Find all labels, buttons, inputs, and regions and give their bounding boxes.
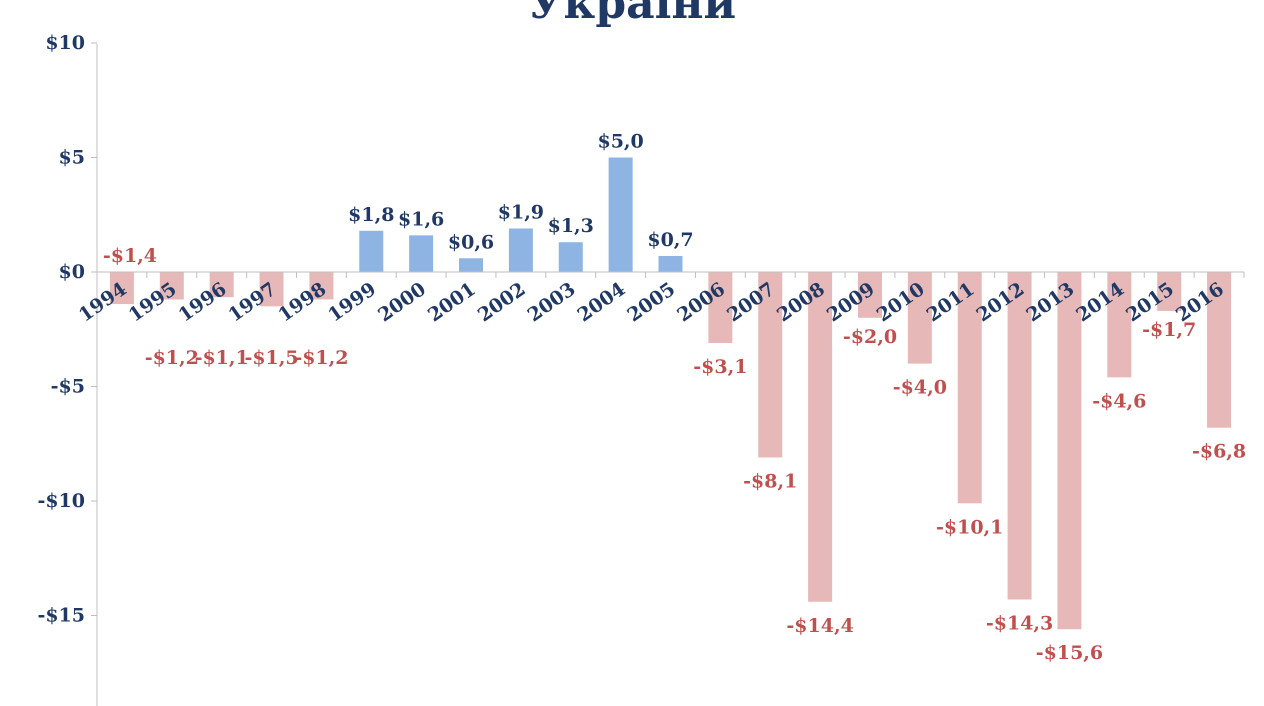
data-label-1998: -$1,2 [294, 347, 348, 369]
bar-2005 [658, 255, 683, 272]
data-label-2007: -$8,1 [743, 470, 797, 492]
data-label-2010: -$4,0 [893, 377, 947, 399]
y-tick-label: $0 [59, 261, 85, 283]
data-labels: -$1,4-$1,2-$1,1-$1,5-$1,2$1,8$1,6$0,6$1,… [103, 131, 1246, 665]
x-tick-label: 2001 [424, 278, 480, 326]
data-label-2001: $0,6 [448, 231, 494, 253]
data-label-2015: -$1,7 [1142, 319, 1196, 341]
bar-2008 [808, 272, 833, 602]
data-label-2009: -$2,0 [843, 326, 897, 348]
x-tick-label: 2003 [524, 278, 580, 326]
data-label-1994: -$1,4 [103, 245, 157, 267]
bar-2001 [459, 258, 484, 272]
data-label-2014: -$4,6 [1092, 390, 1146, 412]
data-label-2002: $1,9 [498, 201, 544, 223]
x-tick-label: 2002 [474, 278, 530, 326]
y-tick-label: $10 [45, 32, 85, 54]
bar-2006 [708, 272, 733, 343]
bar-2015 [1157, 272, 1182, 311]
x-tick-label: 2004 [574, 278, 630, 326]
bar-1998 [309, 272, 334, 300]
bar-1997 [259, 272, 284, 307]
data-label-2008: -$14,4 [786, 615, 853, 637]
bar-1999 [359, 230, 384, 272]
bar-2000 [409, 235, 434, 272]
bar-2010 [907, 272, 932, 364]
bar-1995 [159, 272, 184, 300]
data-label-2006: -$3,1 [693, 356, 747, 378]
data-label-2016: -$6,8 [1192, 441, 1246, 463]
bar-2003 [558, 242, 583, 272]
bar-2002 [508, 228, 533, 272]
bar-2014 [1107, 272, 1132, 378]
bar-2012 [1007, 272, 1032, 600]
bar-2016 [1207, 272, 1232, 428]
bar-2013 [1057, 272, 1082, 630]
y-axis: $10 $5 $0 -$5 -$10 -$15 [37, 32, 98, 706]
data-label-2011: -$10,1 [936, 516, 1003, 538]
data-label-1995: -$1,2 [145, 347, 199, 369]
x-tick-label: 2005 [623, 278, 679, 326]
y-tick-label: -$5 [51, 376, 85, 398]
bar-2009 [857, 272, 882, 318]
data-label-2005: $0,7 [647, 229, 693, 251]
data-label-1999: $1,8 [348, 204, 394, 226]
data-label-2003: $1,3 [548, 215, 594, 237]
y-tick-label: -$15 [37, 605, 85, 627]
bars [109, 157, 1232, 630]
data-label-2004: $5,0 [597, 131, 643, 153]
bar-2007 [758, 272, 783, 458]
data-label-2013: -$15,6 [1036, 642, 1103, 664]
y-tick-label: $5 [59, 147, 85, 169]
bar-1996 [209, 272, 234, 298]
data-label-2012: -$14,3 [986, 612, 1053, 634]
bar-2004 [608, 157, 633, 272]
chart-title: України [527, 0, 737, 29]
bar-2011 [957, 272, 982, 504]
data-label-2000: $1,6 [398, 208, 444, 230]
data-label-1997: -$1,5 [244, 347, 298, 369]
y-tick-label: -$10 [37, 490, 85, 512]
bar-1994 [109, 272, 134, 305]
x-tick-label: 2000 [374, 278, 430, 326]
data-label-1996: -$1,1 [195, 347, 249, 369]
